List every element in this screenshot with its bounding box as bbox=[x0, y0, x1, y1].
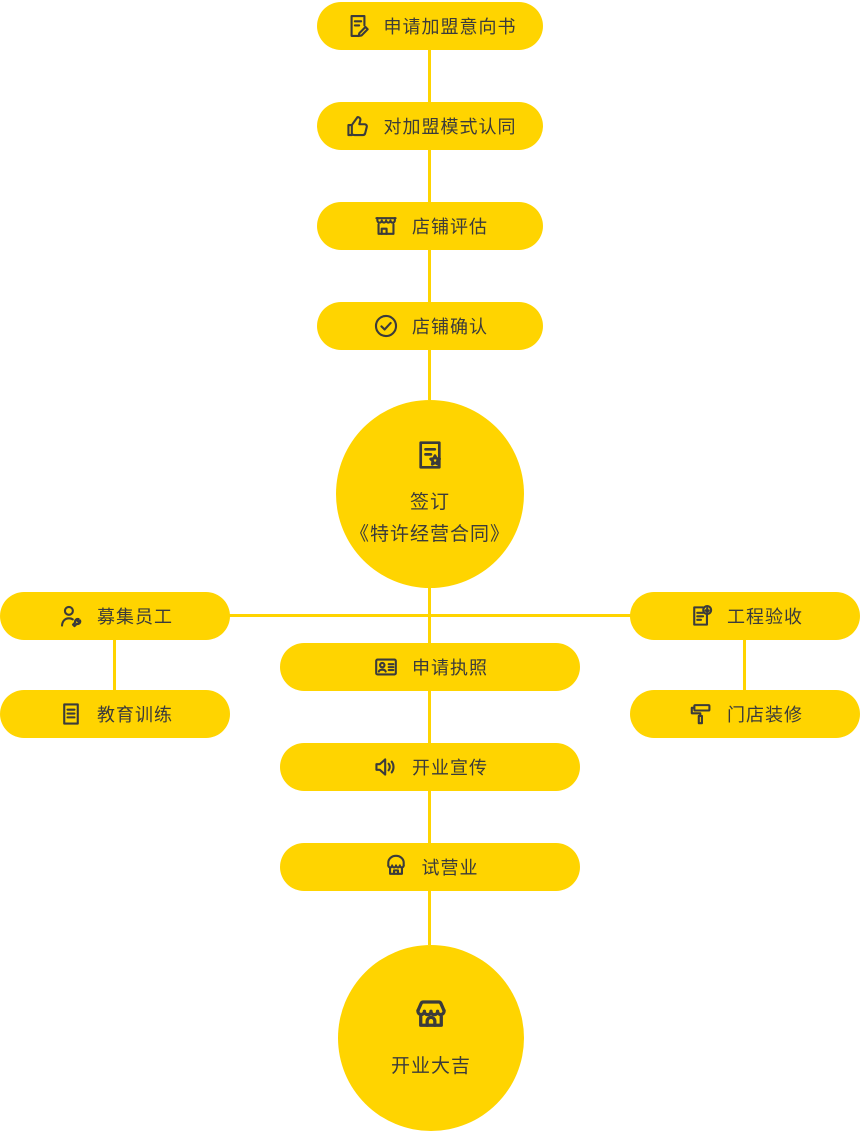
node-label: 对加盟模式认同 bbox=[383, 117, 517, 137]
node-label: 店铺确认 bbox=[412, 317, 488, 337]
milestone-sign-contract: 签订 《特许经营合同》 bbox=[336, 400, 524, 588]
connector-line bbox=[428, 150, 431, 202]
connector-line bbox=[229, 614, 631, 617]
license-card-icon bbox=[372, 653, 400, 681]
training-book-icon bbox=[57, 700, 85, 728]
node-label: 募集员工 bbox=[97, 607, 173, 627]
node-recruit-staff: 募集员工 bbox=[0, 592, 230, 640]
connector-line bbox=[428, 891, 431, 945]
contract-star-icon bbox=[412, 437, 448, 473]
paint-roller-icon bbox=[687, 700, 715, 728]
storefront-icon bbox=[409, 993, 453, 1037]
node-label: 试营业 bbox=[421, 858, 479, 878]
node-label: 开业宣传 bbox=[412, 758, 488, 778]
node-opening-promotion: 开业宣传 bbox=[280, 743, 580, 791]
check-circle-icon bbox=[372, 312, 400, 340]
document-edit-icon bbox=[344, 12, 372, 40]
node-label: 工程验收 bbox=[727, 607, 803, 627]
connector-line bbox=[113, 640, 116, 690]
speaker-icon bbox=[372, 753, 400, 781]
node-project-acceptance: 工程验收 bbox=[630, 592, 860, 640]
storefront-awning-icon bbox=[372, 212, 400, 240]
node-trial-operation: 试营业 bbox=[280, 843, 580, 891]
node-store-evaluation: 店铺评估 bbox=[317, 202, 543, 250]
node-label: 门店装修 bbox=[727, 705, 803, 725]
connector-line bbox=[428, 250, 431, 302]
node-apply-intent-letter: 申请加盟意向书 bbox=[317, 2, 543, 50]
milestone-grand-opening: 开业大吉 bbox=[338, 945, 524, 1131]
node-training: 教育训练 bbox=[0, 690, 230, 738]
node-store-decoration: 门店装修 bbox=[630, 690, 860, 738]
thumbs-up-icon bbox=[344, 112, 372, 140]
node-label: 店铺评估 bbox=[412, 217, 488, 237]
node-store-confirm: 店铺确认 bbox=[317, 302, 543, 350]
node-label: 申请加盟意向书 bbox=[383, 17, 517, 37]
connector-line bbox=[428, 691, 431, 743]
connector-line bbox=[428, 50, 431, 102]
node-label: 申请执照 bbox=[412, 658, 488, 678]
node-label: 教育训练 bbox=[97, 705, 173, 725]
recruit-person-icon bbox=[57, 602, 85, 630]
connector-line bbox=[743, 640, 746, 690]
connector-line bbox=[428, 350, 431, 400]
milestone-label-line2: 《特许经营合同》 bbox=[349, 524, 510, 545]
node-agree-model: 对加盟模式认同 bbox=[317, 102, 543, 150]
milestone-label-line1: 签订 bbox=[409, 492, 450, 513]
inspection-doc-icon bbox=[687, 602, 715, 630]
milestone-label: 开业大吉 bbox=[390, 1056, 471, 1077]
trial-shop-icon bbox=[382, 853, 410, 881]
connector-line bbox=[428, 791, 431, 843]
node-apply-license: 申请执照 bbox=[280, 643, 580, 691]
